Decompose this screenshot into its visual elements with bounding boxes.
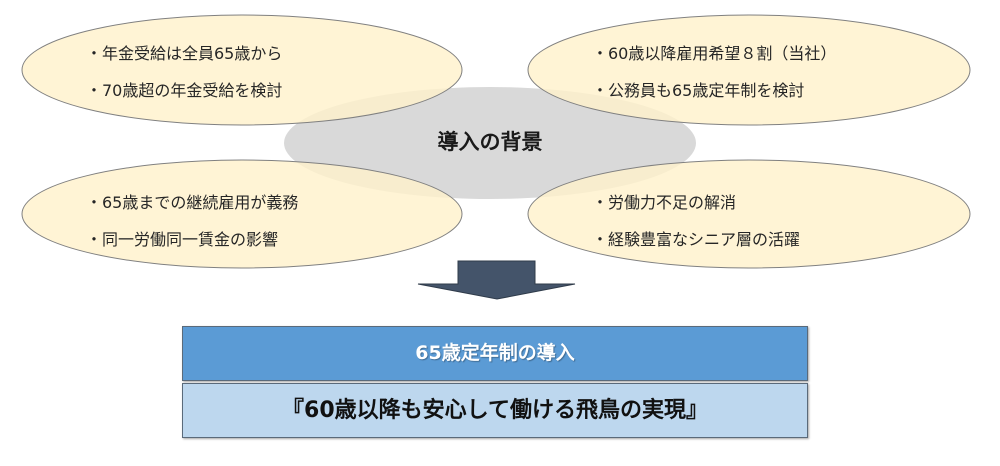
bubble-line: ・労働力不足の解消 [592,193,737,212]
bubble-text-top-left: ・年金受給は全員65歳から ・70歳超の年金受給を検討 [86,35,282,109]
down-arrow-icon [417,260,576,300]
bubble-text-top-right: ・60歳以降雇用希望８割（当社） ・公務員も65歳定年制を検討 [592,35,836,109]
bubble-top-right [527,14,971,126]
center-title: 導入の背景 [437,130,543,154]
bubble-line: ・60歳以降雇用希望８割（当社） [592,44,837,63]
bubble-top-left [21,14,463,126]
bubble-text-bottom-left: ・65歳までの継続雇用が義務 ・同一労働同一賃金の影響 [86,184,298,258]
bubble-bottom-right [527,159,971,269]
bubble-line: ・公務員も65歳定年制を検討 [592,81,805,100]
bubble-line: ・70歳超の年金受給を検討 [86,81,283,100]
bubble-line: ・同一労働同一賃金の影響 [86,230,279,249]
bubble-text-bottom-right: ・労働力不足の解消 ・経験豊富なシニア層の活躍 [592,184,800,258]
bubble-bottom-left [21,159,463,269]
result-heading-box: 65歳定年制の導入 [182,326,808,381]
bubble-line: ・経験豊富なシニア層の活躍 [592,230,801,249]
center-ellipse [284,87,696,199]
bubble-line: ・年金受給は全員65歳から [86,44,283,63]
bubble-line: ・65歳までの継続雇用が義務 [86,193,299,212]
result-goal-box: 『60歳以降も安心して働ける飛鳥の実現』 [182,383,808,438]
